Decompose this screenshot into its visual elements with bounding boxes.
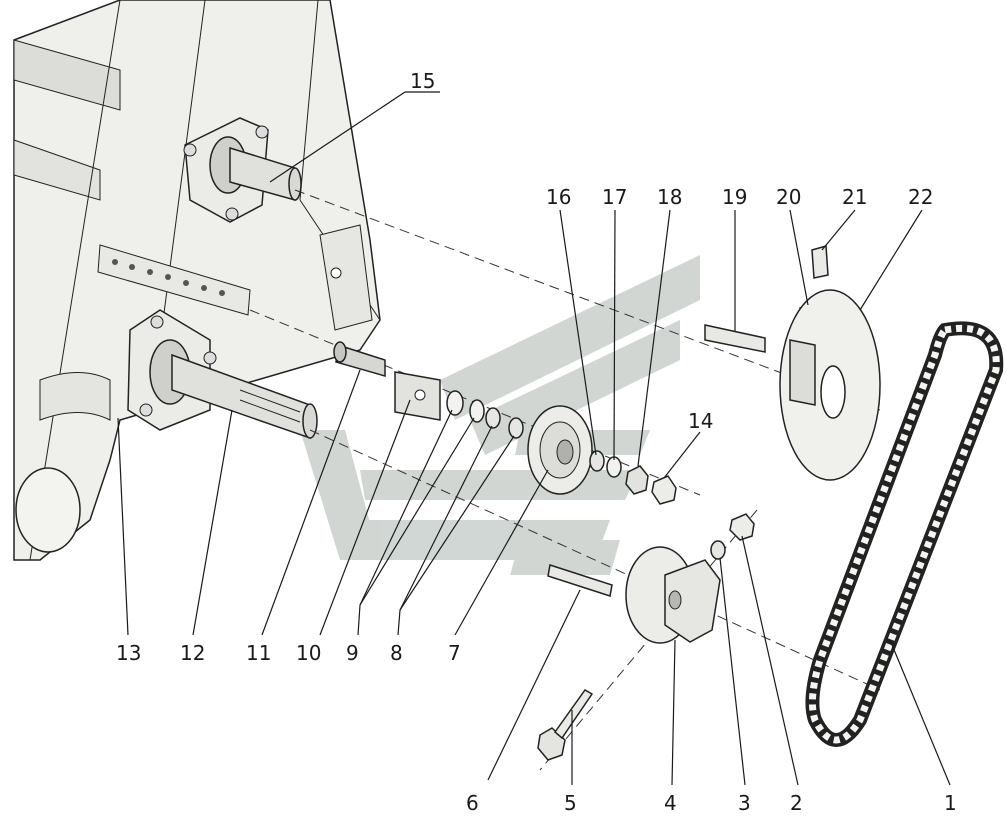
nut-18 — [625, 465, 649, 495]
upper-bearing-shaft — [183, 117, 302, 223]
leader-16 — [559, 209, 597, 456]
key-19 — [704, 324, 766, 353]
label-7: 7 — [448, 641, 461, 665]
leader-8a — [399, 425, 493, 611]
lower-bearing-shaft — [127, 309, 318, 440]
label-20: 20 — [776, 185, 801, 209]
label-8: 8 — [390, 641, 403, 665]
sprocket-7 — [527, 405, 593, 495]
label-11: 11 — [246, 641, 271, 665]
leader-10 — [319, 399, 411, 636]
leader-17 — [613, 209, 616, 461]
nut-2 — [729, 513, 755, 541]
label-6: 6 — [466, 791, 479, 815]
washer-3 — [710, 540, 726, 560]
leader-8b — [399, 435, 515, 611]
label-4: 4 — [664, 791, 677, 815]
label-13: 13 — [116, 641, 141, 665]
washers-16-17 — [589, 450, 622, 478]
label-18: 18 — [657, 185, 682, 209]
washers-9 — [446, 390, 485, 423]
label-12: 12 — [180, 641, 205, 665]
leader-2 — [741, 535, 799, 786]
label-17: 17 — [602, 185, 627, 209]
label-9: 9 — [346, 641, 359, 665]
leader-22 — [859, 209, 923, 311]
sprocket-22 — [779, 289, 881, 481]
label-22: 22 — [908, 185, 933, 209]
leader-11 — [261, 369, 361, 636]
leader-lines — [117, 91, 951, 786]
label-16: 16 — [546, 185, 571, 209]
key-6 — [547, 564, 613, 597]
leader-3 — [719, 557, 746, 786]
plate-10 — [394, 371, 441, 421]
leader-18 — [637, 209, 671, 467]
label-5: 5 — [564, 791, 577, 815]
leader-21 — [821, 209, 856, 251]
label-21: 21 — [842, 185, 867, 209]
leader-20 — [789, 209, 809, 306]
label-15: 15 — [410, 69, 435, 93]
leader-4 — [671, 639, 676, 786]
leader-1 — [889, 639, 951, 786]
nut-14 — [651, 475, 677, 505]
label-19: 19 — [722, 185, 747, 209]
label-10: 10 — [296, 641, 321, 665]
leader-13 — [117, 417, 129, 636]
roller-chain-1 — [805, 321, 1004, 747]
washers-8 — [485, 407, 524, 439]
part-labels: 15 16 17 18 19 20 21 22 14 13 12 11 10 9… — [116, 69, 957, 815]
label-1: 1 — [944, 791, 957, 815]
leader-9a — [359, 409, 453, 606]
leader-7 — [454, 469, 549, 636]
leader-14 — [663, 431, 701, 479]
label-2: 2 — [790, 791, 803, 815]
leader-9b — [359, 417, 475, 606]
label-3: 3 — [738, 791, 751, 815]
screw-21 — [811, 245, 829, 279]
leader-6 — [487, 589, 581, 781]
bolt-5 — [537, 689, 594, 761]
leader-12 — [192, 409, 233, 636]
pin-11 — [333, 341, 386, 377]
sprocket-4 — [625, 546, 721, 644]
label-14: 14 — [688, 409, 713, 433]
